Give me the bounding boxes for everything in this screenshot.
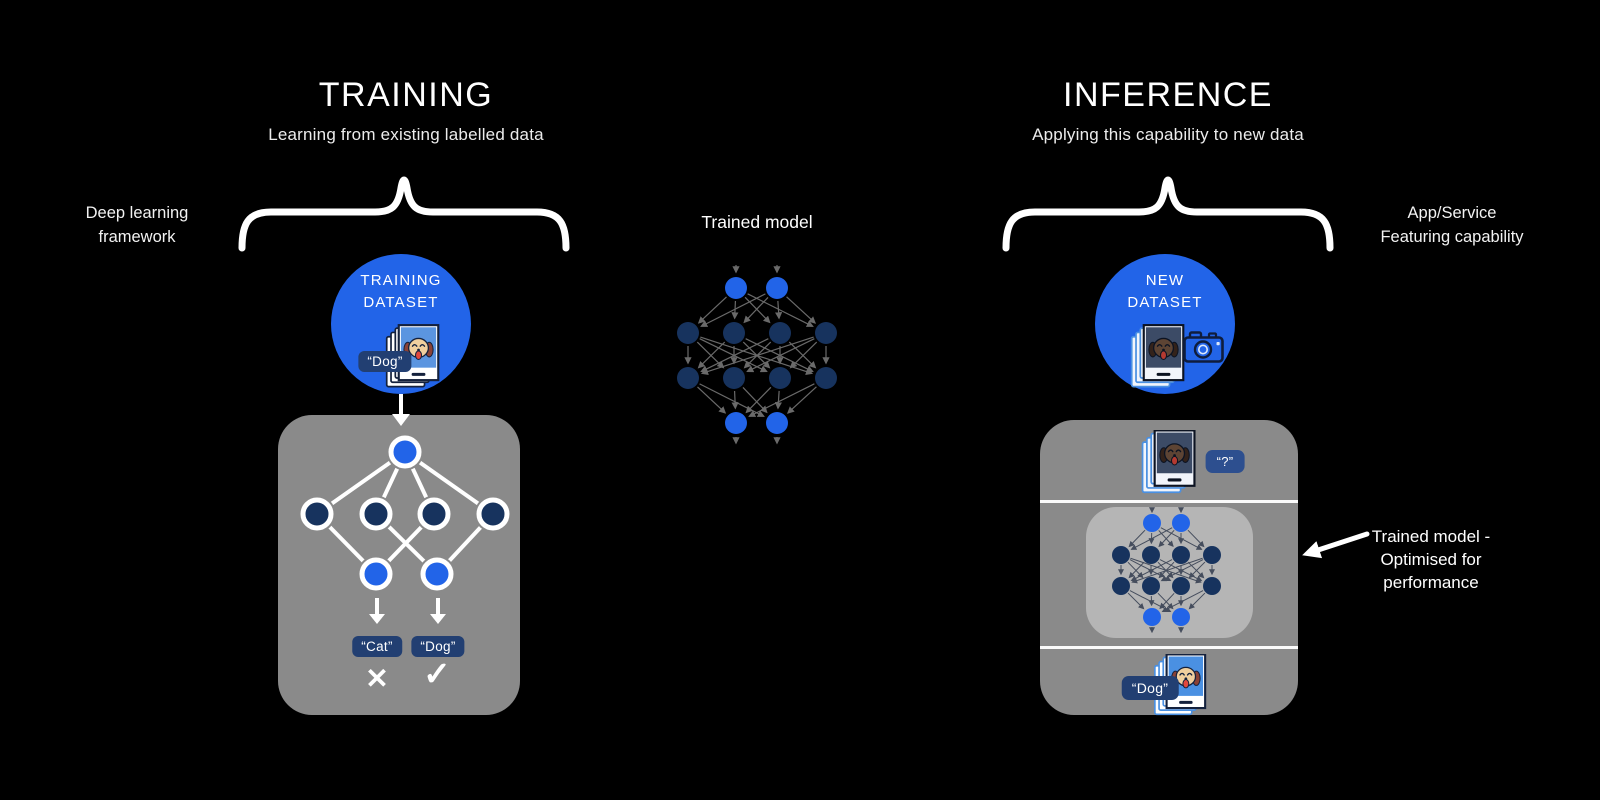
dog-input-tag: “Dog” [358, 351, 412, 372]
check-mark-icon: ✓ [423, 655, 451, 692]
training-subtitle: Learning from existing labelled data [268, 125, 544, 144]
trained-model-label: Trained model [701, 212, 813, 232]
neural-network-diagram [298, 433, 512, 593]
divider [1040, 500, 1298, 503]
circle-text-line1: NEW [1145, 272, 1185, 289]
framework-label-line1: Deep learning [85, 204, 189, 222]
arrow-down-icon [375, 598, 379, 614]
divider [1040, 646, 1298, 649]
wrong-mark-icon: ✕ [365, 663, 389, 694]
circle-text-line2: DATASET [363, 294, 439, 311]
right-curly-brace-icon [1002, 176, 1334, 252]
arrow-down-icon [399, 394, 403, 414]
annotation-line3: performance [1383, 573, 1479, 592]
result-tag-dog: “Dog” [1121, 676, 1179, 700]
app-label-line1: App/Service [1407, 204, 1497, 222]
trained-model-network [677, 265, 837, 445]
optimized-model-network [1112, 507, 1221, 634]
framework-label-line2: framework [98, 228, 176, 246]
photo-stack-dog-icon [1130, 324, 1185, 388]
output-tag-dog: “Dog” [411, 636, 465, 657]
training-title: TRAINING [318, 76, 494, 114]
annotation-line1: Trained model - [1371, 527, 1491, 546]
query-tag: “?” [1205, 450, 1245, 473]
training-dataset-circle-text: TRAINING DATASET [331, 270, 471, 314]
photo-stack-query-icon [1141, 430, 1196, 494]
circle-text-line2: DATASET [1127, 294, 1203, 311]
left-curly-brace-icon [238, 176, 570, 252]
output-tag-cat: “Cat” [352, 636, 402, 657]
trained-model-annotation: Trained model - Optimised for performanc… [1331, 525, 1531, 594]
app-service-label: App/Service Featuring capability [1352, 201, 1552, 249]
annotation-arrow-icon [1302, 531, 1370, 559]
app-label-line2: Featuring capability [1380, 228, 1524, 246]
optimized-model-box [1086, 507, 1253, 638]
camera-icon [1183, 331, 1224, 363]
circle-text-line1: TRAINING [360, 272, 442, 289]
arrow-down-icon [436, 598, 440, 614]
inference-title: INFERENCE [1063, 76, 1273, 114]
inference-subtitle: Applying this capability to new data [1032, 125, 1304, 144]
framework-box [278, 415, 520, 715]
new-dataset-circle-text: NEW DATASET [1095, 270, 1235, 314]
deep-learning-framework-label: Deep learning framework [37, 201, 237, 249]
annotation-line2: Optimised for [1380, 550, 1482, 569]
